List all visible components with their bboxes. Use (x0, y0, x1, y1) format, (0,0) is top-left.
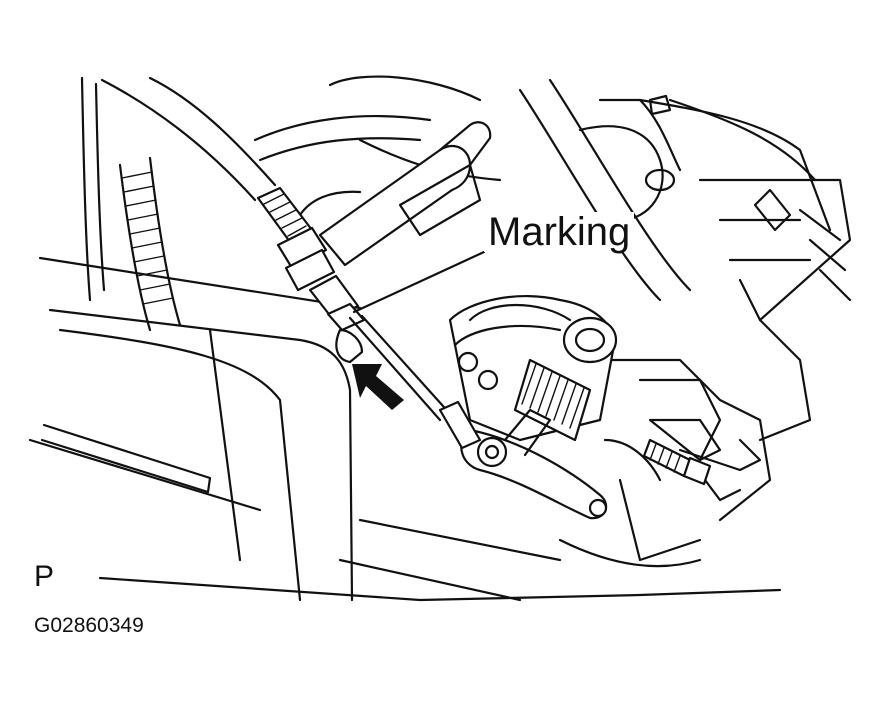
figure-id: G02860349 (34, 614, 144, 637)
marking-leader-line (352, 250, 486, 314)
accelerator-cable (100, 76, 482, 450)
throttle-body (448, 294, 712, 520)
view-letter: P (34, 560, 55, 593)
marking-label: Marking (484, 212, 635, 252)
engine-bay-background (28, 75, 852, 602)
direction-arrow (352, 364, 404, 410)
